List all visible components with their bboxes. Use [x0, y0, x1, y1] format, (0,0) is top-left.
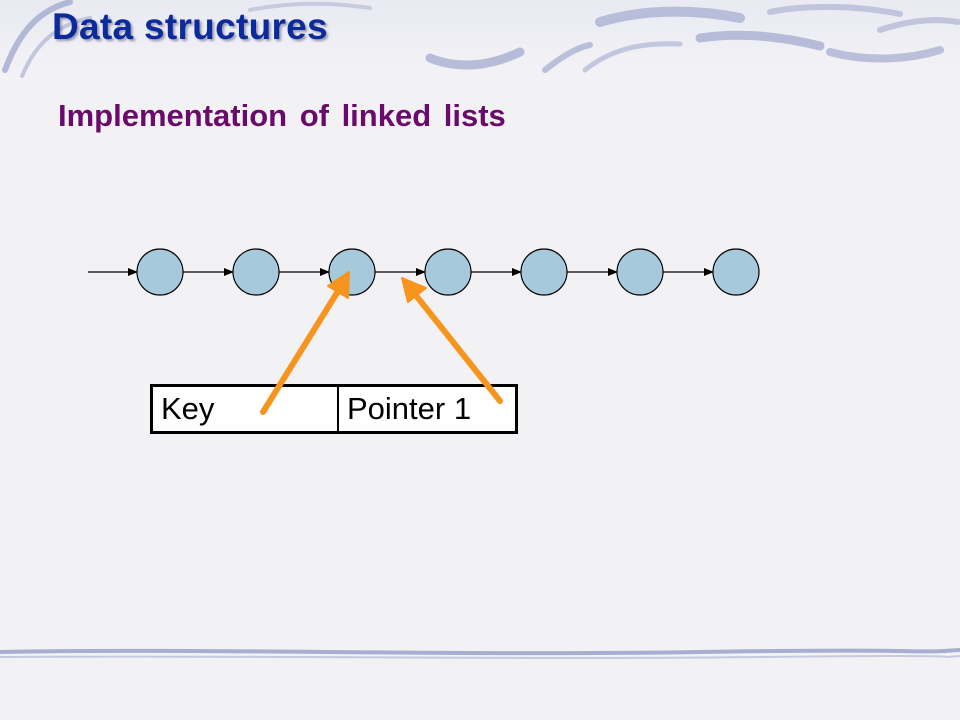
pointer-field: Pointer 1 — [347, 391, 472, 426]
list-node — [424, 248, 472, 296]
list-node — [520, 248, 568, 296]
key-field: Key — [153, 387, 339, 431]
list-node — [328, 248, 376, 296]
header-swoosh-decoration — [2, 0, 960, 78]
list-nodes — [136, 248, 760, 296]
node-record-table: Key Pointer 1 — [150, 384, 518, 434]
list-node — [616, 248, 664, 296]
list-node — [136, 248, 184, 296]
list-node — [712, 248, 760, 296]
slide-subtitle: Implementation of linked lists — [58, 98, 506, 133]
footer-swoosh-decoration — [0, 648, 960, 659]
list-node — [232, 248, 280, 296]
slide-title: Data structures — [52, 6, 328, 47]
